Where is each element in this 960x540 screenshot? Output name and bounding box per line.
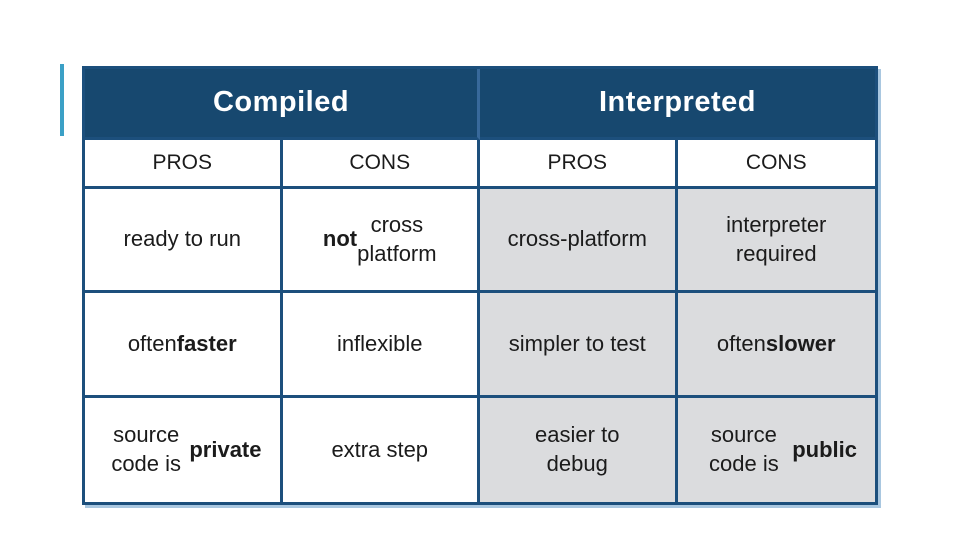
cell-text: simpler to test — [508, 330, 646, 356]
cell-compiled-cons-row3: extra step — [282, 397, 480, 502]
cell-interpreted-cons-row1: interpreter required — [677, 189, 875, 294]
subheader-interpreted-pros: PROS — [480, 140, 678, 189]
cell-compiled-pros-row3: source code is private — [85, 397, 283, 502]
cell-compiled-pros-row2: often faster — [85, 293, 283, 398]
cell-compiled-cons-row2: inflexible — [282, 293, 480, 398]
comparison-table: Compiled Interpreted PROS CONS PROS CONS… — [82, 66, 878, 505]
subheader-interpreted-cons: CONS — [677, 140, 875, 189]
cell-interpreted-pros-row3: easier to debug — [480, 397, 678, 502]
header-compiled: Compiled — [85, 69, 480, 140]
slide-accent-bar — [60, 64, 64, 136]
cell-text: often — [127, 330, 177, 356]
subheader-compiled-pros: PROS — [85, 140, 283, 189]
header-interpreted: Interpreted — [480, 69, 875, 140]
cell-text: inflexible — [336, 330, 423, 356]
cell-text-bold: faster — [176, 330, 237, 356]
cell-text: source code is — [709, 422, 779, 476]
cell-text-bold: slower — [765, 330, 836, 356]
cell-interpreted-pros-row1: cross-platform — [480, 189, 678, 294]
cell-text: source code is — [111, 422, 182, 476]
cell-text-bold: not — [322, 226, 358, 252]
cell-text: cross platform — [357, 212, 437, 266]
header-compiled-label: Compiled — [212, 86, 350, 119]
cell-text: interpreter required — [726, 212, 827, 266]
cell-interpreted-cons-row2: often slower — [677, 293, 875, 398]
header-interpreted-label: Interpreted — [599, 86, 756, 119]
subheader-compiled-cons: CONS — [282, 140, 480, 189]
cell-text: often — [716, 330, 766, 356]
cell-text-bold: public — [792, 436, 857, 462]
cell-text-bold: private — [189, 436, 262, 462]
cell-compiled-pros-row1: ready to run — [85, 189, 283, 294]
cell-compiled-cons-row1: not cross platform — [282, 189, 480, 294]
cell-text: cross-platform — [507, 226, 647, 252]
cell-text: extra step — [331, 436, 429, 462]
cell-text: ready to run — [123, 226, 241, 252]
cell-text: easier to debug — [535, 422, 620, 476]
cell-interpreted-cons-row3: source code is public — [677, 397, 875, 502]
cell-interpreted-pros-row2: simpler to test — [480, 293, 678, 398]
